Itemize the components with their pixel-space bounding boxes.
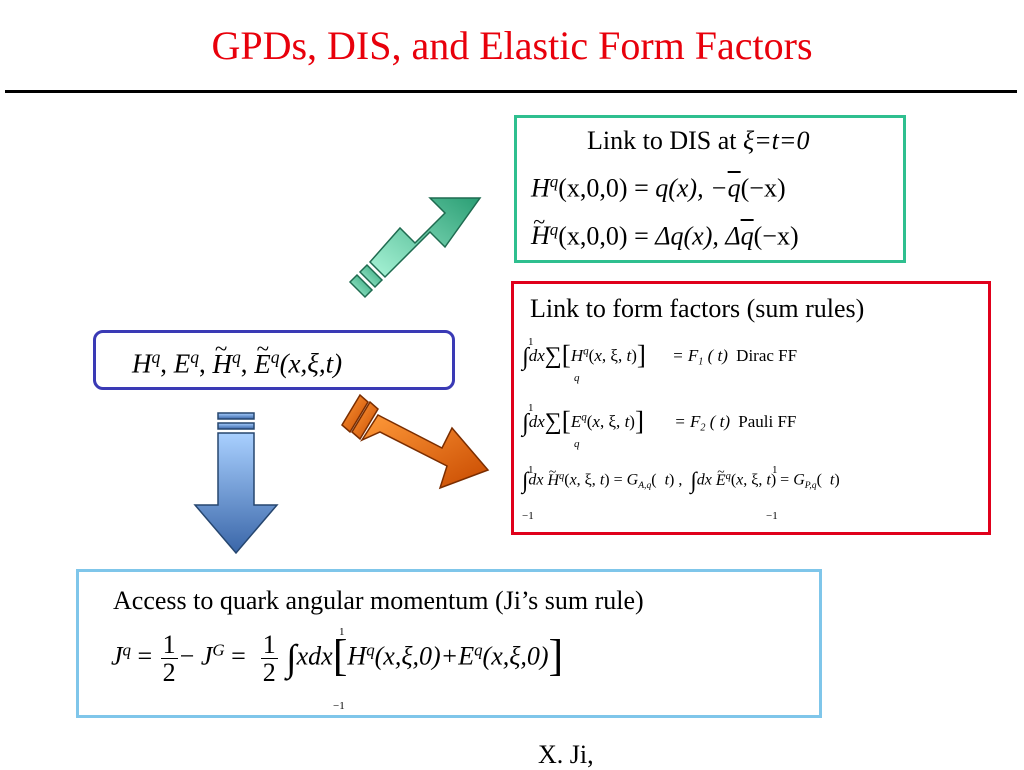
ji-bracket-content: (x,ξ,0)+	[374, 641, 459, 671]
gpd-box: Hq, Eq, Hq, Eq(x,ξ,t)	[93, 330, 455, 390]
ff-row3-lower-limit-a: −1	[522, 510, 534, 522]
ff-rule-pauli: 1 ∫dx∑q[Eq(x, ξ, t)] = F2 ( t) Pauli FF	[522, 402, 797, 450]
arrow-to-dis-icon	[348, 197, 482, 299]
ff-row2-upper-limit: 1	[528, 402, 534, 414]
dis-eq2-tail: (−x)	[753, 221, 799, 251]
ji-upper-limit: 1	[339, 626, 345, 638]
arrow-to-ji-icon	[193, 412, 279, 555]
page-title: GPDs, DIS, and Elastic Form Factors	[211, 23, 813, 68]
arrow-to-formfactors-icon	[341, 393, 490, 490]
dis-equation-htilde: Hq(x,0,0) = Δq(x), Δq(−x)	[531, 209, 799, 251]
gpd-functions: Hq, Eq, Hq, Eq(x,ξ,t)	[132, 336, 343, 380]
ji-frac2-num: 1	[260, 629, 278, 660]
ff-row1-arg: ( t)	[703, 345, 728, 365]
ff-rule-axial: 1 −1 ∫dx Hq(x, ξ, t) = GA,q( t) , 1 −1 ∫…	[522, 464, 988, 526]
ff-row2-result: = F	[674, 411, 701, 431]
ji-frac2-den: 2	[262, 658, 276, 688]
dis-box: Link to DIS at ξ=t=0 Hq(x,0,0) = q(x), −…	[514, 115, 906, 263]
dis-eq1-tail: (−x)	[740, 173, 786, 203]
ff-row2-sub: 2	[700, 422, 706, 434]
ff-row1-upper-limit: 1	[528, 336, 534, 348]
ji-frac1-num: 1	[160, 629, 178, 660]
ff-row3-gp-sub: P,q	[804, 479, 817, 491]
ji-bracket-tail: (x,ξ,0)	[482, 641, 549, 671]
dis-eq1-rhs: q(x), −	[655, 173, 728, 203]
ji-sum-rule-box: Access to quark angular momentum (Ji’s s…	[76, 569, 822, 718]
ff-row1-result: = F	[672, 345, 699, 365]
ff-row1-name: Dirac FF	[736, 345, 798, 365]
ji-lower-limit: −1	[333, 700, 345, 712]
ff-row2-name: Pauli FF	[738, 411, 797, 431]
ji-frac1-den: 2	[162, 658, 176, 688]
ff-row1-sub: 1	[698, 356, 704, 368]
reference-author: X. Ji,	[538, 740, 594, 769]
ji-heading: Access to quark angular momentum (Ji’s s…	[113, 586, 644, 615]
form-factors-box: Link to form factors (sum rules) 1 ∫dx∑q…	[511, 281, 991, 535]
dis-eq2-args: (x,0,0)	[558, 221, 628, 251]
dis-heading-text: Link to DIS at	[587, 126, 743, 155]
dis-equation-h: Hq(x,0,0) = q(x), −q(−x)	[531, 172, 786, 203]
dis-eq2-rhs: Δq(x), Δ	[655, 221, 741, 251]
ff-row3-lower-limit-b: −1	[766, 510, 778, 522]
ff-row2-arg: ( t)	[705, 411, 731, 431]
ff-row3-ga-sub: A,q	[638, 479, 652, 491]
dis-eq1-args: (x,0,0)	[558, 173, 628, 203]
ff-row3-upper-limit-a: 1	[528, 464, 534, 476]
ff-rule-dirac: 1 ∫dx∑q[Hq(x, ξ, t)] = F1 ( t) Dirac FF	[522, 336, 798, 384]
title-divider	[5, 90, 1017, 93]
dis-condition: ξ=t=0	[743, 126, 810, 155]
ff-heading: Link to form factors (sum rules)	[530, 294, 865, 323]
dis-heading: Link to DIS at ξ=t=0	[587, 126, 809, 156]
ff-row3-upper-limit-b: 1	[772, 464, 778, 476]
gpd-args: (x,ξ,t)	[279, 348, 343, 379]
